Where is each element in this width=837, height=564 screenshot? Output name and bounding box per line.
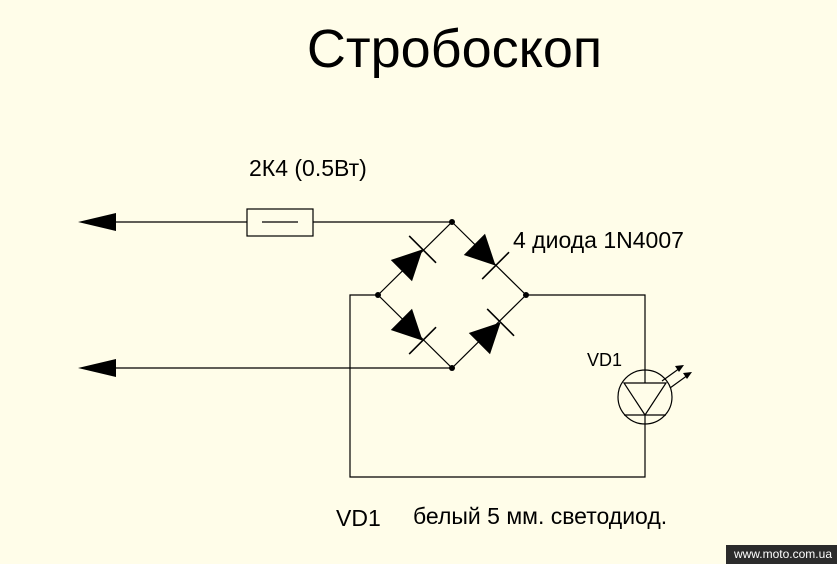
junction-top — [449, 219, 455, 225]
wire-bridge-minus-loop — [349, 294, 646, 478]
input-arrow-top — [78, 213, 116, 231]
resistor-label: 2К4 (0.5Вт) — [249, 155, 367, 181]
note-reference: VD1 — [336, 505, 381, 531]
led-triangle — [622, 382, 668, 417]
note-text: белый 5 мм. светодиод. — [413, 503, 668, 529]
junction-left — [375, 292, 381, 298]
diodes-label: 4 диода 1N4007 — [513, 227, 684, 253]
wire-bridge-plus-to-led — [526, 294, 646, 366]
site-watermark: www.moto.com.ua — [725, 545, 837, 564]
diode-top-left — [390, 235, 437, 282]
led-label: VD1 — [587, 350, 623, 370]
diode-bottom-right — [468, 308, 515, 355]
led-emission-arrow-1 — [661, 367, 681, 382]
led-emission-head-1 — [675, 365, 684, 372]
junction-bottom — [449, 365, 455, 371]
diode-bridge-outline — [377, 221, 527, 369]
input-arrow-bottom — [78, 359, 116, 377]
page-title: Стробоскоп — [306, 19, 603, 79]
led-emission-head-2 — [683, 372, 692, 379]
diode-bottom-left — [390, 308, 437, 355]
led-emission-arrow-2 — [669, 374, 689, 389]
diode-top-right — [463, 233, 510, 280]
junction-right — [523, 292, 529, 298]
